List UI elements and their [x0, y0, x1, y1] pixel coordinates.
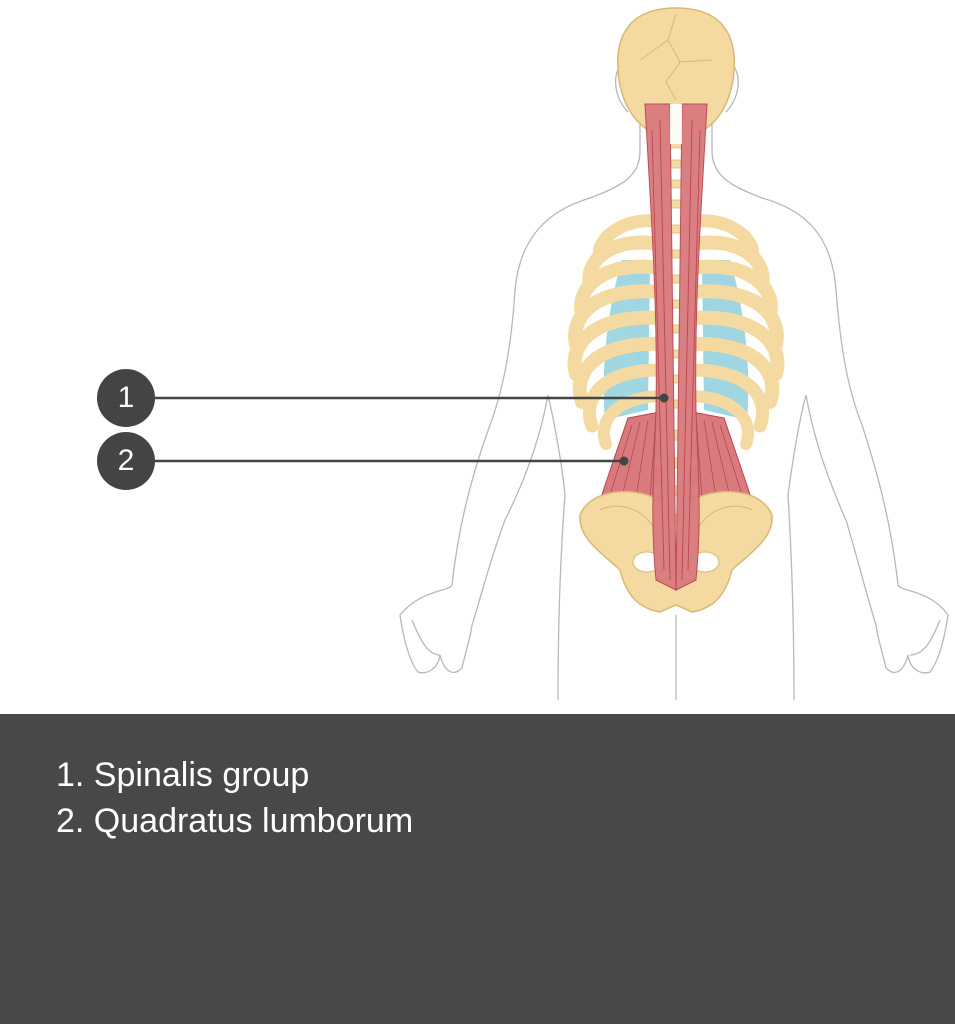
anatomy-figure: [154, 7, 949, 701]
ribcage: [567, 214, 785, 457]
marker-1: 1: [97, 369, 155, 427]
legend-panel: 1. Spinalis group 2. Quadratus lumborum: [0, 714, 955, 1024]
marker-2-label: 2: [117, 444, 135, 477]
legend-list: 1. Spinalis group 2. Quadratus lumborum: [56, 752, 413, 844]
marker-2: 2: [97, 432, 155, 490]
legend-item-quadratus-lumborum: 2. Quadratus lumborum: [56, 802, 414, 840]
pointer-dot-1: [659, 393, 669, 403]
pointer-dot-2: [619, 456, 629, 466]
spinalis-group-muscle: [644, 103, 708, 591]
marker-1-label: 1: [117, 381, 135, 414]
pelvis: [579, 490, 773, 613]
legend-item-spinalis-group: 1. Spinalis group: [56, 756, 310, 794]
leader-lines: [154, 396, 664, 463]
